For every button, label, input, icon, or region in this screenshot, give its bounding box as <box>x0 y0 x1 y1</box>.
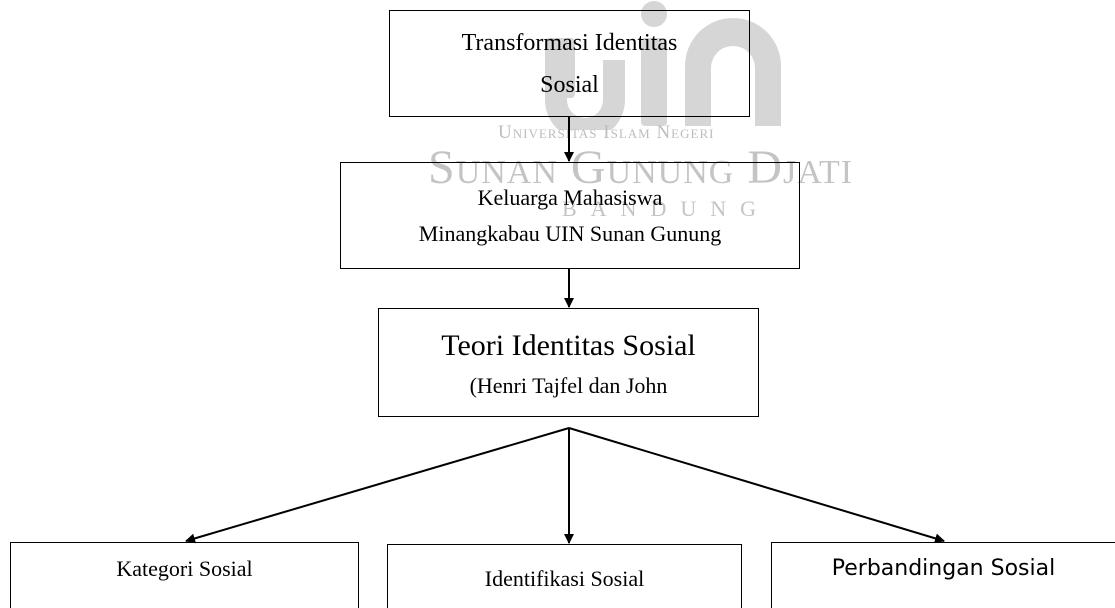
box3-line2: (Henri Tajfel dan John <box>469 372 668 398</box>
box-transformasi-identitas: Transformasi Identitas Sosial <box>389 10 750 117</box>
box3-line1: Teori Identitas Sosial <box>441 328 696 362</box>
box2-line1: Keluarga Mahasiswa <box>477 184 663 210</box>
box-identifikasi-sosial: Identifikasi Sosial <box>387 544 742 608</box>
watermark-university-line: Universitas Islam Negeri <box>498 122 715 143</box>
box-keluarga-mahasiswa: Keluarga Mahasiswa Minangkabau UIN Sunan… <box>340 162 800 269</box>
box2-line2: Minangkabau UIN Sunan Gunung <box>418 220 722 246</box>
watermark-city-line: BANDUNG <box>562 196 770 221</box>
box4-label: Kategori Sosial <box>116 555 253 581</box>
uin-logo-watermark <box>545 1 781 130</box>
box-perbandingan-sosial: Perbandingan Sosial <box>771 542 1115 608</box>
box-teori-identitas-sosial: Teori Identitas Sosial (Henri Tajfel dan… <box>378 308 759 417</box>
box5-label: Identifikasi Sosial <box>484 565 645 591</box>
box1-line2: Sosial <box>540 71 599 98</box>
arrow-box3-to-box6 <box>568 427 945 544</box>
watermark-name-line: Sunan Gunung Djati <box>428 141 854 194</box>
box1-line1: Transformasi Identitas <box>461 29 678 56</box>
arrow-box3-to-box4 <box>185 427 570 544</box>
box-kategori-sosial: Kategori Sosial <box>10 542 359 608</box>
box6-label: Perbandingan Sosial <box>831 556 1056 581</box>
